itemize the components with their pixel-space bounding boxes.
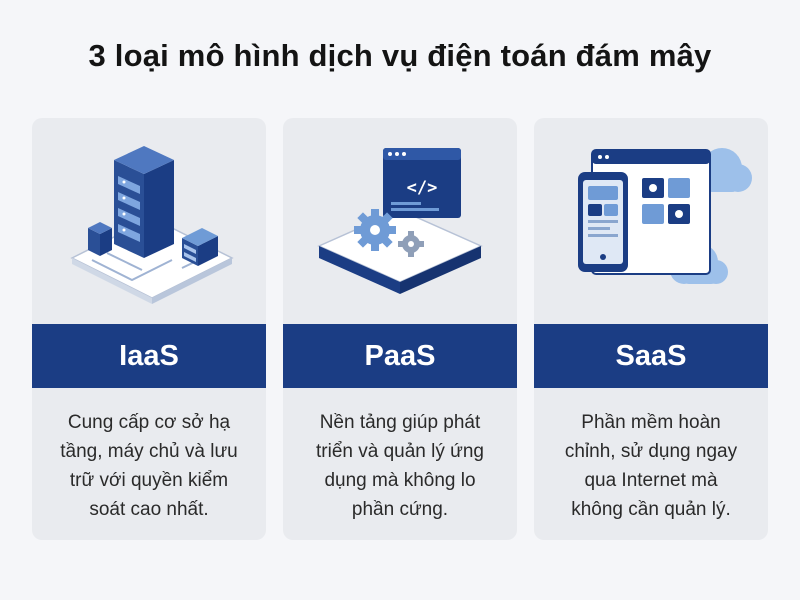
card-label-paas: PaaS — [283, 324, 517, 388]
card-paas: </> — [283, 118, 517, 540]
cloud-apps-icon — [578, 148, 752, 284]
code-window-gears-icon: </> — [317, 148, 483, 294]
card-description-paas: Nền tảng giúp phát triển và quản lý ứng … — [316, 412, 484, 520]
card-description-saas: Phần mềm hoàn chỉnh, sử dụng ngay qua In… — [564, 412, 738, 520]
code-symbol: </> — [407, 178, 438, 198]
card-iaas: IaaS Cung cấp cơ sở hạ tầng, máy chủ và … — [32, 118, 266, 540]
page-title: 3 loại mô hình dịch vụ điện toán đám mây — [88, 38, 712, 73]
card-description-iaas: Cung cấp cơ sở hạ tầng, máy chủ và lưu t… — [60, 412, 238, 520]
server-rack-icon — [70, 146, 234, 304]
card-label-iaas: IaaS — [32, 324, 266, 388]
card-saas: SaaS Phần mềm hoàn chỉnh, sử dụng ngay q… — [534, 118, 768, 540]
card-label-saas: SaaS — [534, 324, 768, 388]
